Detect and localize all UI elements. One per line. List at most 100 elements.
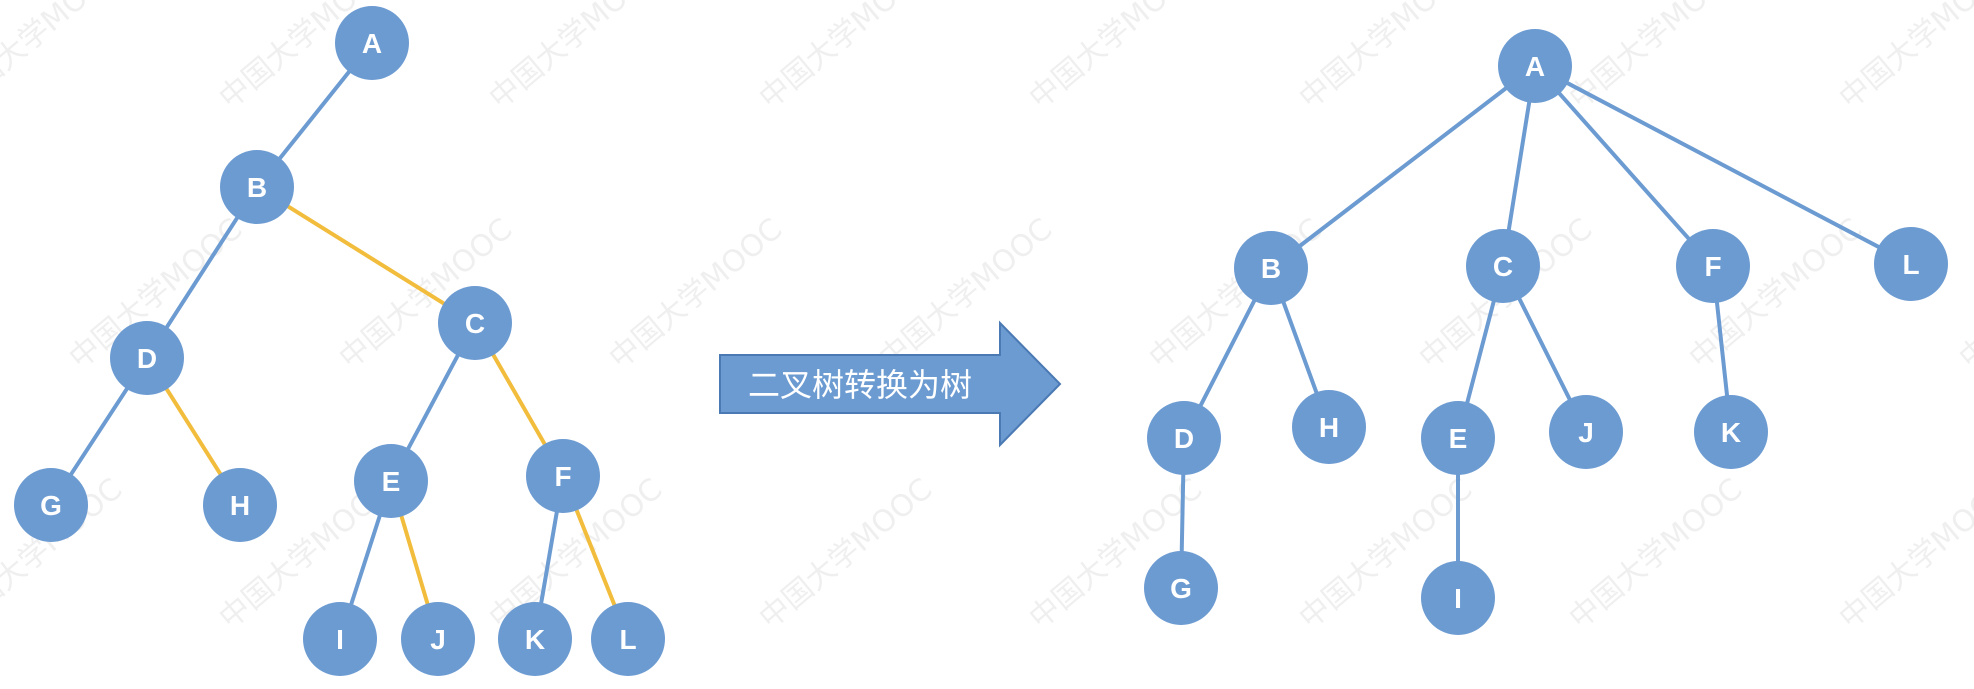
general-tree-edge-b-h xyxy=(1280,298,1320,397)
watermark-text: 中国大学MOOC xyxy=(483,0,669,116)
binary-tree-node-d: D xyxy=(110,321,184,395)
binary-tree-edge-c-e xyxy=(405,351,461,453)
general-tree-node-label: K xyxy=(1721,417,1741,448)
binary-tree-node-circle xyxy=(498,602,572,676)
binary-tree-edge-f-k xyxy=(538,508,560,607)
binary-tree-node-circle xyxy=(110,321,184,395)
general-tree-node-circle xyxy=(1676,229,1750,303)
binary-tree-node-label: G xyxy=(40,490,62,521)
general-tree-node-g: G xyxy=(1144,551,1218,625)
binary-tree-node-label: H xyxy=(230,490,250,521)
binary-tree-nodes: A B C D E F G H I J K L xyxy=(14,6,665,676)
binary-tree-node-label: E xyxy=(382,466,401,497)
binary-tree-node-circle xyxy=(354,444,428,518)
watermark-text: 中国大学MOOC xyxy=(1833,472,1974,636)
watermark-text: 中国大学MOOC xyxy=(1563,472,1749,636)
general-tree-node-e: E xyxy=(1421,401,1495,475)
binary-tree-node-circle xyxy=(203,468,277,542)
general-tree-nodes: A B C F L D H E J K G I xyxy=(1144,29,1948,635)
watermark-text: 中国大学MOOC xyxy=(1953,212,1974,376)
general-tree-node-h: H xyxy=(1292,390,1366,464)
binary-tree-node-label: B xyxy=(247,172,267,203)
binary-tree-edge-b-c xyxy=(284,203,448,307)
general-tree-edge-d-g xyxy=(1179,470,1186,556)
binary-tree-node-label: L xyxy=(619,624,636,655)
binary-tree: A B C D E F G H I J K L xyxy=(14,6,665,676)
general-tree-node-label: F xyxy=(1704,251,1721,282)
watermark-text: 中国大学MOOC xyxy=(1293,0,1479,116)
general-tree-node-circle xyxy=(1147,401,1221,475)
right-arrow-icon xyxy=(719,320,1062,448)
general-tree-node-a: A xyxy=(1498,29,1572,103)
binary-tree-node-g: G xyxy=(14,468,88,542)
binary-tree-edge-d-g xyxy=(68,385,130,478)
general-tree-node-i: I xyxy=(1421,561,1495,635)
general-tree-node-label: E xyxy=(1449,423,1468,454)
binary-tree-node-circle xyxy=(438,286,512,360)
binary-tree-node-label: A xyxy=(362,28,382,59)
watermark-layer: 中国大学MOOC 中国大学MOOC 中国大学MOOC 中国大学MOOC 中国大学MOOC… xyxy=(0,0,1974,636)
binary-tree-node-label: I xyxy=(336,624,344,655)
general-tree-node-c: C xyxy=(1466,229,1540,303)
general-tree-edge-f-k xyxy=(1714,298,1730,400)
binary-tree-edge-e-j xyxy=(398,512,431,608)
general-tree-node-l: L xyxy=(1874,227,1948,301)
binary-tree-edge-f-l xyxy=(573,506,618,609)
watermark-text: 中国大学MOOC xyxy=(1563,0,1749,116)
general-tree-edges xyxy=(1179,80,1883,565)
binary-tree-node-circle xyxy=(401,602,475,676)
binary-tree-edge-b-d xyxy=(163,214,241,331)
general-tree-node-circle xyxy=(1874,227,1948,301)
general-tree-node-k: K xyxy=(1694,395,1768,469)
general-tree: A B C F L D H E J K G I xyxy=(1144,29,1948,635)
binary-tree-node-i: I xyxy=(303,602,377,676)
general-tree-node-circle xyxy=(1498,29,1572,103)
binary-tree-node-j: J xyxy=(401,602,475,676)
general-tree-node-circle xyxy=(1694,395,1768,469)
general-tree-node-label: B xyxy=(1261,253,1281,284)
binary-tree-node-b: B xyxy=(220,150,294,224)
general-tree-node-f: F xyxy=(1676,229,1750,303)
general-tree-edge-a-f xyxy=(1556,90,1692,242)
binary-tree-node-label: K xyxy=(525,624,545,655)
general-tree-edge-a-b xyxy=(1296,85,1510,249)
watermark-text: 中国大学MOOC xyxy=(753,472,939,636)
binary-tree-edge-c-f xyxy=(490,351,548,448)
binary-tree-edges xyxy=(68,68,618,609)
binary-tree-node-k: K xyxy=(498,602,572,676)
watermark-text: 中国大学MOOC xyxy=(1023,0,1209,116)
arrow-label: 二叉树转换为树 xyxy=(748,366,972,404)
general-tree-node-d: D xyxy=(1147,401,1221,475)
general-tree-node-label: G xyxy=(1170,573,1192,604)
general-tree-node-label: L xyxy=(1902,249,1919,280)
general-tree-node-j: J xyxy=(1549,395,1623,469)
binary-tree-node-label: J xyxy=(430,624,446,655)
general-tree-edge-c-j xyxy=(1516,295,1573,403)
general-tree-node-circle xyxy=(1292,390,1366,464)
general-tree-edge-a-c xyxy=(1506,98,1532,234)
binary-tree-node-circle xyxy=(526,439,600,513)
general-tree-node-circle xyxy=(1421,561,1495,635)
binary-tree-node-f: F xyxy=(526,439,600,513)
general-tree-node-circle xyxy=(1466,229,1540,303)
general-tree-node-label: I xyxy=(1454,583,1462,614)
binary-tree-node-circle xyxy=(335,6,409,80)
binary-tree-node-circle xyxy=(591,602,665,676)
binary-tree-node-a: A xyxy=(335,6,409,80)
binary-tree-node-e: E xyxy=(354,444,428,518)
general-tree-node-circle xyxy=(1144,551,1218,625)
binary-tree-node-circle xyxy=(220,150,294,224)
general-tree-node-circle xyxy=(1421,401,1495,475)
watermark-text: 中国大学MOOC xyxy=(603,212,789,376)
general-tree-node-circle xyxy=(1549,395,1623,469)
binary-tree-node-c: C xyxy=(438,286,512,360)
general-tree-edge-b-d xyxy=(1197,297,1258,409)
general-tree-node-circle xyxy=(1234,231,1308,305)
general-tree-node-label: D xyxy=(1174,423,1194,454)
binary-tree-node-circle xyxy=(303,602,377,676)
general-tree-node-b: B xyxy=(1234,231,1308,305)
watermark-text: 中国大学MOOC xyxy=(1833,0,1974,116)
watermark-text: 中国大学MOOC xyxy=(753,0,939,116)
